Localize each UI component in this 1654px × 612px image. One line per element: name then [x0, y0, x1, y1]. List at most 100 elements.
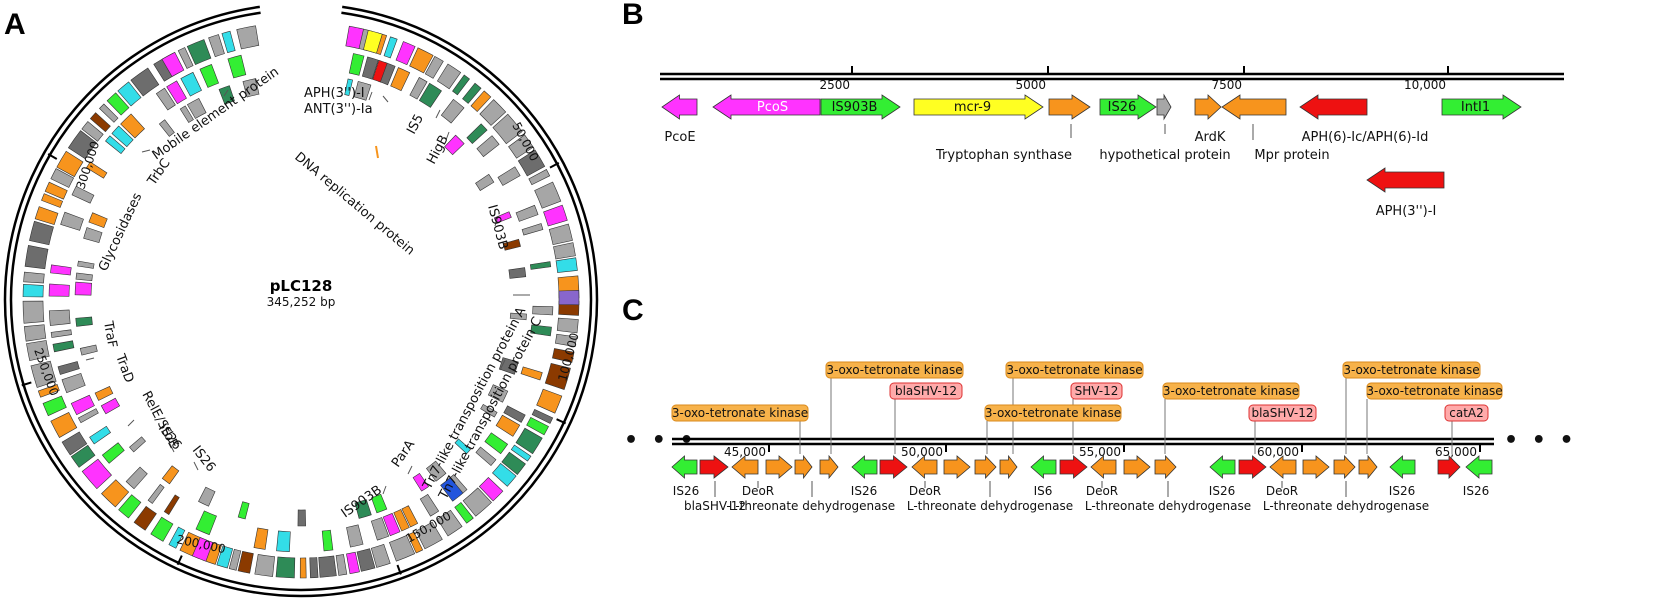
plasmid-feature-143: [166, 80, 187, 105]
plasmid-feature-51: [216, 545, 234, 569]
plasmid-feature-138: [86, 161, 108, 179]
plasmid-feature-16: [543, 204, 568, 227]
c-label-is6: IS6: [1034, 484, 1053, 498]
plasmid-feature-89: [221, 30, 236, 54]
c-box-1: [825, 361, 964, 379]
b-tick-2500: 2500: [819, 78, 850, 92]
c-box-text-6: 3-oxo-tetronate kinase: [1163, 384, 1299, 398]
c-box-7: [1248, 404, 1317, 422]
plasmid-feature-140: [111, 125, 134, 148]
plasmid-feature-79: [81, 121, 104, 142]
plasmid-feature-112: [419, 493, 440, 517]
plasmid-feature-33: [478, 476, 504, 502]
b-gene-aph-3-i: [1366, 167, 1445, 193]
c-label-lthreonate-2: L-threonate dehydrogenase: [907, 499, 1073, 513]
c-gene-8: [911, 455, 938, 479]
plasmid-feature-153: [508, 267, 527, 279]
plasmid-feature-34: [462, 487, 492, 517]
c-gene-0: [671, 455, 698, 479]
plasmid-feature-18: [553, 242, 576, 260]
c-tick-45000: 45,000: [724, 445, 766, 459]
plasmid-feature-99: [476, 135, 500, 158]
plasmid-feature-83: [117, 81, 142, 107]
plasmid-feature-47: [275, 556, 296, 579]
b-gene-is26: [1099, 94, 1157, 120]
c-label-lthreonate-3: L-threonate dehydrogenase: [1085, 499, 1251, 513]
label-para: ParA: [389, 437, 418, 470]
plasmid-feature-123: [147, 483, 165, 504]
ellipsis-left: • • •: [624, 428, 697, 453]
b-gene-pcoe: [661, 94, 698, 120]
plasmid-feature-106: [520, 366, 543, 381]
plasmid-feature-44: [318, 555, 337, 578]
c-label-deor-4: DeoR: [1266, 484, 1298, 498]
plasmid-feature-158: [454, 438, 471, 455]
plasmid-feature-84: [130, 67, 160, 97]
panel-b-letter: B: [622, 0, 644, 31]
c-box-text-7: blaSHV-12: [1251, 406, 1313, 420]
plasmid-feature-161: [371, 493, 388, 514]
plasmid-feature-135: [50, 264, 72, 276]
backbone-ring-1: [9, 11, 593, 592]
c-gene-5: [819, 454, 839, 480]
plasmid-feature-180: [218, 85, 235, 105]
c-box-9: [1366, 382, 1503, 400]
plasmid-feature-60: [70, 444, 96, 468]
plasmid-feature-107: [503, 405, 526, 423]
label-is903b-a: IS903B: [484, 203, 510, 251]
plasmid-feature-125: [101, 442, 125, 464]
c-label-is26-4: IS26: [1389, 484, 1415, 498]
plasmid-feature-172: [74, 281, 92, 296]
c-gene-10: [974, 455, 997, 479]
plasmid-feature-19: [555, 257, 578, 273]
plasmid-feature-154: [509, 312, 527, 321]
c-label-is26-5: IS26: [1463, 484, 1489, 498]
c-box-text-1: 3-oxo-tetronate kinase: [826, 363, 962, 377]
plasmid-feature-157: [480, 403, 498, 418]
plasmid-feature-148: [353, 80, 372, 101]
backbone-ring-2: [3, 5, 599, 598]
plasmid-feature-17: [548, 223, 573, 246]
plasmid-feature-90: [236, 25, 260, 50]
b-label-ardk: ArdK: [1195, 130, 1226, 145]
plasmid-feature-6: [436, 63, 462, 90]
plasmid-feature-61: [61, 431, 88, 456]
plasmid-feature-30: [510, 444, 532, 462]
plasmid-feature-156: [487, 384, 509, 403]
plasmid-feature-122: [163, 494, 180, 515]
plasmid-feature-102: [521, 223, 544, 236]
plasmid-feature-103: [529, 261, 552, 270]
c-box-text-2: blaSHV-12: [895, 384, 957, 398]
plasmid-feature-173: [75, 272, 93, 282]
label-dna-replication-protein: DNA replication protein: [291, 150, 417, 259]
c-tick-50000: 50,000: [901, 445, 943, 459]
plasmid-feature-11: [492, 113, 523, 145]
plasmid-feature-66: [26, 340, 50, 362]
plasmid-feature-82: [106, 92, 130, 116]
plasmid-feature-168: [100, 397, 121, 415]
plasmid-feature-68: [22, 300, 45, 324]
plasmid-feature-163: [297, 509, 306, 527]
plasmid-feature-41: [356, 548, 376, 572]
plasmid-feature-56: [133, 505, 157, 531]
c-tick-55000: 55,000: [1079, 445, 1121, 459]
plasmid-feature-116: [370, 517, 390, 541]
c-box-10: [1444, 404, 1489, 422]
plasmid-feature-182: [345, 25, 364, 49]
plasmid-feature-9: [470, 90, 492, 112]
plasmid-feature-97: [440, 98, 465, 124]
plasmid-feature-76: [50, 168, 75, 188]
c-box-6: [1162, 382, 1300, 400]
c-gene-25: [1465, 455, 1493, 479]
plasmid-feature-91: [348, 53, 365, 76]
label-is5: IS5: [404, 112, 427, 137]
plasmid-feature-174: [77, 260, 95, 269]
c-gene-13: [1059, 455, 1088, 479]
c-box-text-3: 3-oxo-tetronate kinase: [1006, 363, 1142, 377]
b-gene-mpr-protein: [1221, 94, 1287, 120]
plasmid-feature-177: [158, 119, 175, 137]
c-label-deor-2: DeoR: [909, 484, 941, 498]
b-gene-inner-label-2: IS903B: [832, 100, 878, 115]
plasmid-feature-151: [493, 211, 512, 224]
gene-label-leaders: [85, 89, 530, 495]
